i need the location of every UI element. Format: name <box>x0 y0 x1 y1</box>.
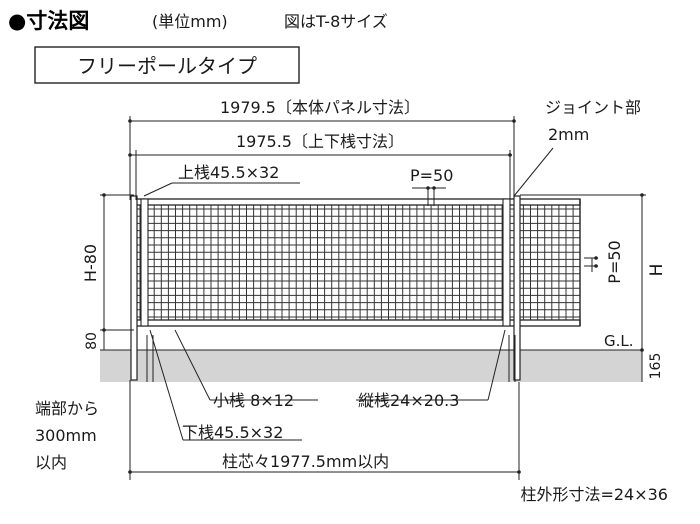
bottom-leaders <box>129 329 520 480</box>
joint-value: 2mm <box>548 125 589 144</box>
left-height-label: H-80 <box>81 244 100 282</box>
diagram-title: ●寸法図 <box>8 9 89 33</box>
top-rail-label: 上桟45.5×32 <box>178 163 279 182</box>
left-height-dimension <box>100 194 134 350</box>
ground-label: G.L. <box>604 332 634 350</box>
pitch-v-label: P=50 <box>605 240 624 283</box>
small-bar-label: 小桟 8×12 <box>213 391 294 410</box>
top-dimensions <box>129 116 554 206</box>
height-label: H <box>647 264 667 277</box>
end-note-line2: 300mm <box>35 426 97 445</box>
bottom-gap-label: 80 <box>84 332 100 350</box>
vertical-bar-label: 縦桟24×20.3 <box>358 391 459 410</box>
type-label: フリーポールタイプ <box>77 54 257 78</box>
rail-width-label: 1975.5〔上下桟寸法〕 <box>236 132 404 151</box>
posts <box>130 195 521 382</box>
post-right <box>513 195 521 381</box>
end-note-line3: 以内 <box>35 453 67 472</box>
end-note-line1: 端部から <box>35 399 99 418</box>
panel-width-label: 1979.5〔本体パネル寸法〕 <box>220 98 420 117</box>
bottom-rail-label: 下桟45.5×32 <box>182 423 283 442</box>
pitch-h-label: P=50 <box>410 166 453 185</box>
figure-note: 図はT-8サイズ <box>284 12 388 31</box>
post-pitch-label: 柱芯々1977.5mm以内 <box>222 452 389 471</box>
mesh-panel <box>135 198 581 327</box>
embed-label: 165 <box>648 353 664 380</box>
joint-label: ジョイント部 <box>545 98 641 117</box>
ground-band <box>100 350 642 382</box>
type-label-box <box>34 46 300 84</box>
post-size-label: 柱外形寸法=24×36 <box>520 485 668 504</box>
vertical-bar-right <box>502 198 511 327</box>
unit-label: (単位mm) <box>152 12 228 31</box>
post-left <box>130 195 138 381</box>
vertical-bar-left <box>140 198 149 327</box>
